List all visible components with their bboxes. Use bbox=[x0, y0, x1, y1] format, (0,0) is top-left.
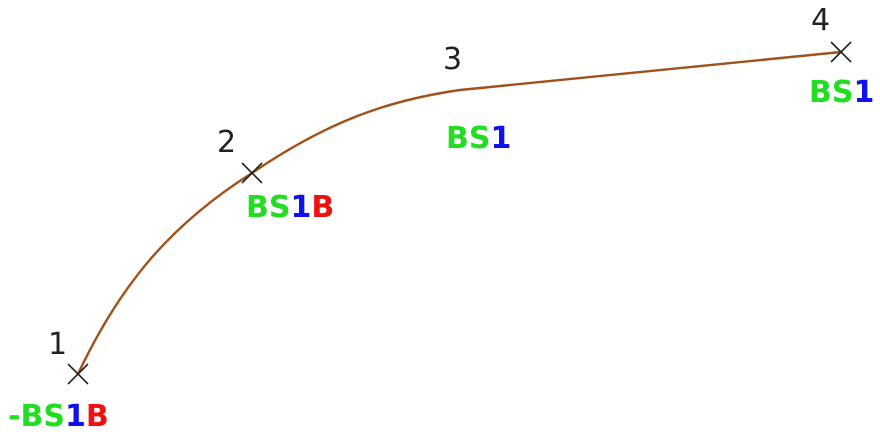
code-prefix: - bbox=[8, 399, 21, 434]
point-4-marker bbox=[830, 41, 852, 63]
code-suffix: B bbox=[85, 399, 109, 434]
x-cross-icon bbox=[830, 41, 852, 63]
code-letters: BS bbox=[246, 190, 291, 225]
point-number-3: 3 bbox=[443, 42, 463, 77]
code-digit: 1 bbox=[64, 399, 86, 434]
code-digit: 1 bbox=[290, 190, 312, 225]
code-letters: BS bbox=[446, 121, 491, 156]
point-number-2: 2 bbox=[217, 125, 237, 160]
code-letters: BS bbox=[809, 75, 854, 110]
point-code-3: BS1 bbox=[446, 124, 511, 154]
point-code-4: BS1 bbox=[809, 78, 874, 108]
point-code-1: -BS1B bbox=[8, 402, 109, 432]
code-letters: BS bbox=[20, 399, 65, 434]
code-digit: 1 bbox=[490, 121, 512, 156]
x-cross-icon bbox=[67, 363, 89, 385]
x-cross-icon bbox=[241, 162, 263, 184]
breakline-curve bbox=[76, 50, 843, 376]
point-1-marker bbox=[67, 363, 89, 385]
code-suffix: B bbox=[311, 190, 335, 225]
point-2-marker bbox=[241, 162, 263, 184]
point-number-4: 4 bbox=[811, 3, 831, 38]
code-digit: 1 bbox=[853, 75, 875, 110]
point-number-1: 1 bbox=[48, 327, 68, 362]
point-code-2: BS1B bbox=[246, 193, 334, 223]
